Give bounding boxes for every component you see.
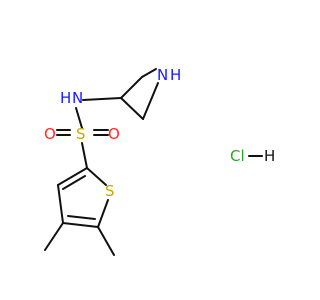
bond-c3-c2 xyxy=(120,76,143,99)
methyl-bond-c5 xyxy=(97,226,115,256)
atom-o-right: O xyxy=(108,125,120,143)
sulfonyl-oxygens xyxy=(56,129,109,136)
atom-s-sulfonyl: S xyxy=(76,125,86,143)
salt-h: H xyxy=(264,147,275,165)
bond-c3-c4 xyxy=(57,184,64,224)
bond-c2-c3-inner xyxy=(62,175,86,190)
bond-c4-c5-inner xyxy=(67,215,96,220)
bond-c5-s xyxy=(97,199,109,228)
atom-n-ring-h: H xyxy=(170,66,181,84)
atom-n-amide-h: H xyxy=(60,89,71,107)
structure-canvas: N H H N O S O S Cl H xyxy=(44,66,276,256)
bond-c4-n xyxy=(142,82,159,120)
atom-o-left: O xyxy=(44,125,56,143)
thiophene-ring xyxy=(57,167,109,228)
bond-c2-s xyxy=(86,167,107,186)
azetidine-ring xyxy=(120,68,159,120)
bond-c4-c5 xyxy=(62,222,99,228)
salt-cl: Cl xyxy=(230,147,245,165)
atom-n-amide: N xyxy=(72,89,83,107)
bond-n-s xyxy=(75,107,83,129)
methyl-bond-c4 xyxy=(44,222,64,251)
bond-c2-n xyxy=(141,68,157,78)
bond-nh-c3 xyxy=(82,97,122,101)
bond-c3-c4 xyxy=(120,97,144,120)
bond-s-c2 xyxy=(81,142,88,169)
atom-n-ring: N xyxy=(157,66,168,84)
molecule-drawing: N H H N O S O S Cl H xyxy=(44,66,275,256)
atom-s-ring: S xyxy=(105,182,115,200)
bond-c2-c3 xyxy=(57,167,88,186)
